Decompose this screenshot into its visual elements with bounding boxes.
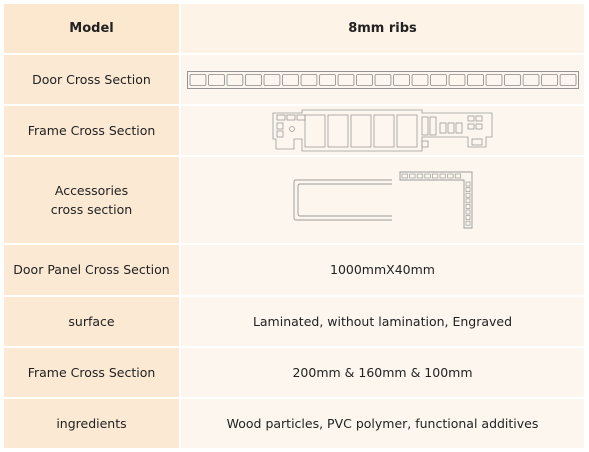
row-value: 200mm & 160mm & 100mm [181,347,584,397]
table-row-accessories-cross-section: Accessories cross section [4,157,584,244]
door-rib-cell [207,73,225,86]
door-rib-cell [411,73,428,86]
row-label-line: cross section [50,202,133,218]
row-label: Frame Cross Section [4,347,179,397]
door-rib-cell [244,73,262,86]
accessory-profile-drawing [399,171,472,229]
table-row-surface: surface Laminated, without lamination, E… [4,296,584,346]
row-label: Door Cross Section [4,55,179,105]
door-rib-cell [263,73,280,86]
door-rib-cell [300,73,317,86]
door-rib-cell [226,73,243,86]
accessory-channel-drawing [293,179,392,221]
accessory-slot [446,174,453,179]
accessory-slot [465,215,470,221]
row-label-accessories: Accessories cross section [4,157,179,244]
door-rib-cell [503,73,521,86]
row-value: 1000mmX40mm [181,245,584,295]
door-cross-section-cell [181,55,584,105]
door-outer-frame [186,70,579,89]
row-value: Wood particles, PVC polymer, functional … [181,398,584,448]
door-rib-cell [318,73,336,86]
door-rib-cell [189,73,206,86]
header-model: Model [4,4,179,54]
accessory-slot [465,187,470,193]
accessory-slot [423,174,431,179]
accessory-slot [465,210,470,215]
accessories-cross-section-cell [181,157,584,244]
door-rib-cell [392,73,410,86]
door-cross-section-drawing [186,70,579,89]
row-label: Frame Cross Section [4,106,179,156]
accessory-slot [408,174,415,179]
table-header-row: Model 8mm ribs [4,4,584,54]
frame-cross-section-cell [181,106,584,156]
accessories-drawings [185,171,580,229]
table-row-ingredients: ingredients Wood particles, PVC polymer,… [4,398,584,448]
accessory-slot [431,174,438,179]
door-rib-cell [485,73,502,86]
accessory-outline [399,171,472,229]
accessory-slot [439,174,446,179]
row-label: Door Panel Cross Section [4,245,179,295]
accessory-slot [401,174,408,179]
accessory-slot [465,198,470,204]
table-row-frame-cross-section: Frame Cross Section [4,106,584,156]
door-rib-cell [466,73,484,86]
accessory-slot [465,221,470,226]
table-row-door-panel: Door Panel Cross Section 1000mmX40mm [4,245,584,295]
header-8mm-ribs: 8mm ribs [181,4,584,54]
accessory-slot [416,174,423,179]
door-rib-cell [448,73,465,86]
accessory-slot [465,193,470,198]
table-row-frame-sizes: Frame Cross Section 200mm & 160mm & 100m… [4,347,584,397]
door-rib-cell [559,73,576,86]
door-rib-cell [374,73,391,86]
row-label: surface [4,296,179,346]
row-value: Laminated, without lamination, Engraved [181,296,584,346]
accessory-slot [454,174,461,179]
row-label: ingredients [4,398,179,448]
row-label-line: Accessories [54,183,129,199]
door-rib-cell [355,73,373,86]
door-rib-cell [522,73,539,86]
frame-cross-section-drawing [272,109,492,152]
accessory-slot [465,182,470,187]
door-rib-cell [337,73,354,86]
door-rib-cell [281,73,299,86]
door-rib-cell [540,73,558,86]
door-rib-cell [429,73,447,86]
accessory-slot [465,204,470,210]
table-row-door-cross-section: Door Cross Section [4,55,584,105]
